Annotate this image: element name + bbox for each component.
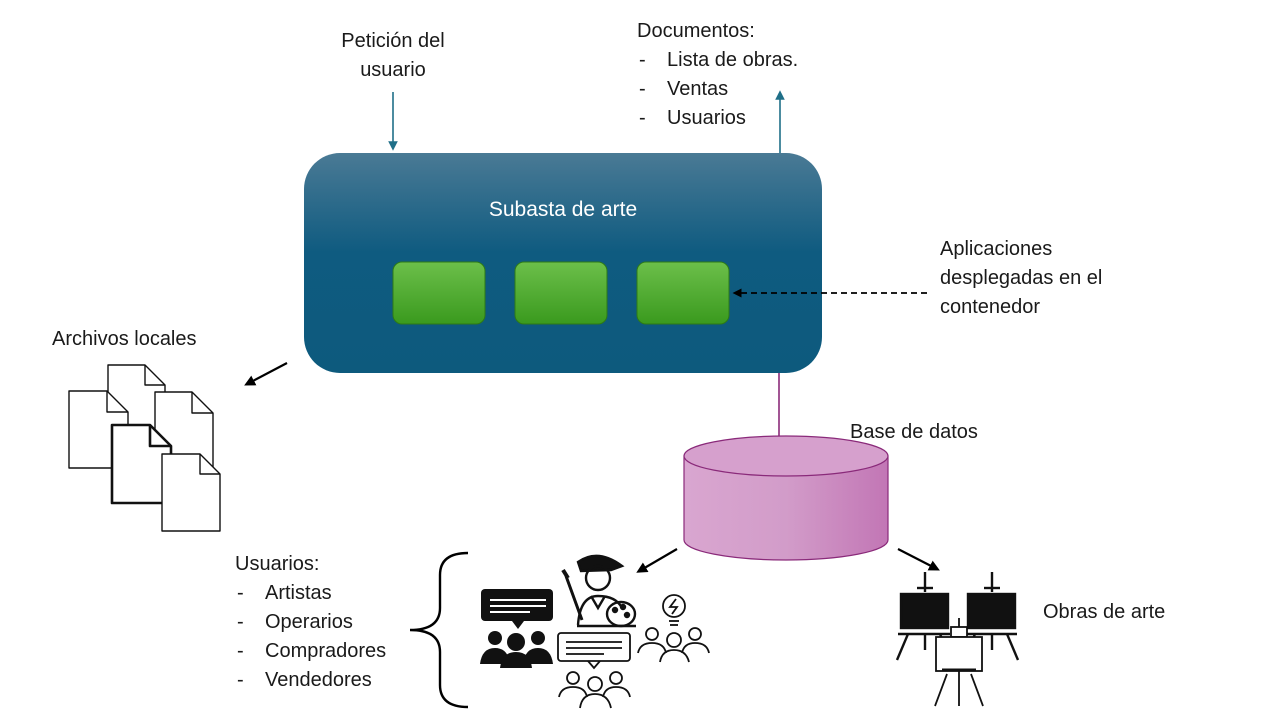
- apps-label: Aplicaciones desplegadas en el contenedo…: [940, 235, 1102, 322]
- users-title: Usuarios:: [235, 553, 320, 575]
- artworks-arrow: [897, 548, 940, 571]
- local-files-arrow: [244, 362, 288, 386]
- users-item: Vendedores: [235, 666, 386, 695]
- artworks-label: Obras de arte: [1043, 601, 1166, 623]
- apps-label-line2: desplegadas en el: [940, 267, 1103, 289]
- users-arrow: [636, 548, 678, 573]
- documents-list: Lista de obras. Ventas Usuarios: [637, 46, 798, 133]
- documents-item: Lista de obras.: [637, 46, 798, 75]
- idea-group-icon: [637, 594, 710, 663]
- documents-item: Ventas: [637, 75, 798, 104]
- user-request-line1: Petición del: [341, 30, 445, 52]
- document-icon: [161, 453, 221, 532]
- artist-icon: [561, 554, 637, 628]
- users-icons: [480, 554, 710, 709]
- apps-label-line1: Aplicaciones: [940, 238, 1053, 260]
- app-block-1: [392, 261, 486, 325]
- chat-group-icon: [480, 589, 553, 668]
- users-item: Operarios: [235, 608, 386, 637]
- documents-block: Documentos: Lista de obras. Ventas Usuar…: [637, 17, 798, 133]
- users-block: Usuarios: Artistas Operarios Compradores…: [235, 550, 386, 695]
- chat-group-outline-icon: [557, 632, 631, 709]
- users-item: Compradores: [235, 637, 386, 666]
- easel-icon: [895, 572, 1020, 707]
- app-block-3: [636, 261, 730, 325]
- local-files-icon: [68, 364, 221, 532]
- container-title: Subasta de arte: [488, 198, 638, 221]
- users-item: Artistas: [235, 579, 386, 608]
- app-block-2: [514, 261, 608, 325]
- users-brace: [409, 551, 469, 709]
- deployed-apps: [392, 261, 730, 325]
- local-files-label: Archivos locales: [52, 328, 197, 350]
- apps-label-line3: contenedor: [940, 296, 1041, 318]
- documents-item: Usuarios: [637, 104, 798, 133]
- user-request-label: Petición del usuario: [298, 27, 488, 85]
- database-label: Base de datos: [850, 421, 978, 443]
- documents-title: Documentos:: [637, 20, 755, 42]
- users-list: Artistas Operarios Compradores Vendedore…: [235, 579, 386, 695]
- database-icon: [683, 435, 889, 561]
- user-request-line2: usuario: [360, 59, 426, 81]
